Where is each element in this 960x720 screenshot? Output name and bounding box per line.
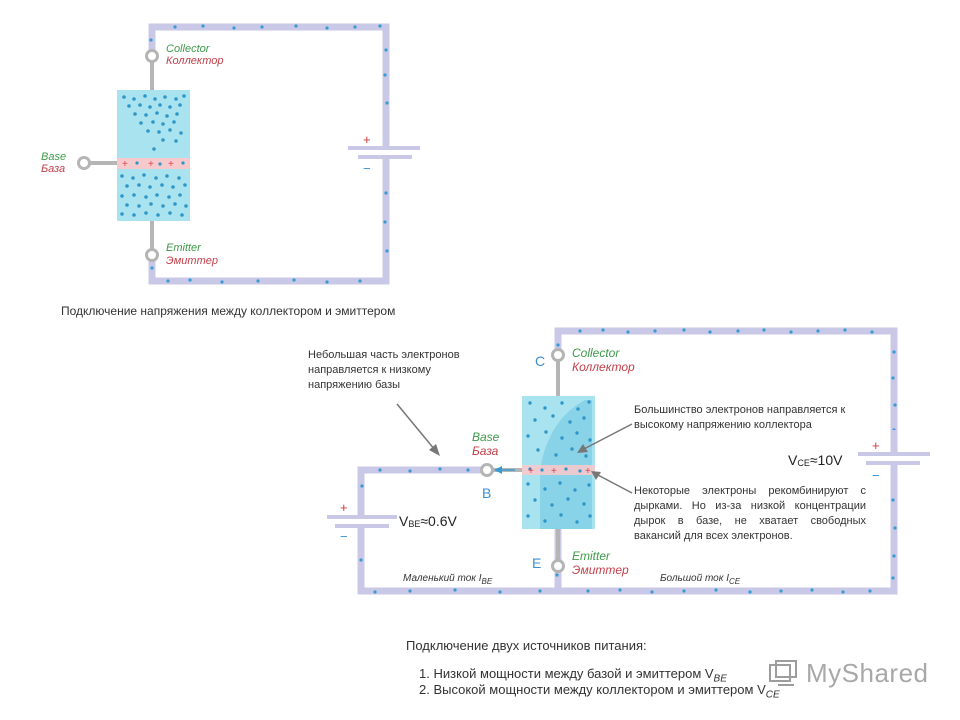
- collector-label-en-1: Collector: [166, 43, 210, 55]
- emitter-label-ru-1: Эмиттер: [166, 255, 218, 267]
- battery-ce-plus: +: [872, 438, 880, 453]
- collector-electrons-1: [122, 94, 186, 151]
- pointer-small-fraction: [396, 403, 436, 451]
- transistor-2-holes: + + +: [528, 466, 591, 477]
- base-holes-1: + + +: [122, 159, 174, 170]
- small-current-label: Маленький ток IBE: [403, 573, 493, 586]
- vce-label: VCE≈10V: [788, 452, 843, 468]
- battery-1-minus: −: [363, 161, 371, 176]
- circuit-2: + − + − + + +: [327, 327, 930, 595]
- note-majority: Большинство электронов направляется к вы…: [634, 404, 846, 431]
- base-label-ru-2: База: [472, 444, 499, 458]
- emitter-label-en-2: Emitter: [572, 549, 611, 563]
- base-label-ru-1: База: [41, 163, 66, 175]
- vbe-label: VBE≈0.6V: [399, 513, 457, 529]
- base-electrons-1: [135, 161, 185, 166]
- circuit-1: + − + + +: [77, 23, 420, 285]
- emitter-electrons-1: [120, 173, 188, 217]
- caption-1: Подключение напряжения между коллектором…: [61, 304, 396, 318]
- collector-terminal-2: [551, 348, 565, 362]
- battery-ce-minus: −: [872, 468, 880, 483]
- base-label-en-1: Base: [41, 151, 67, 163]
- battery-be-plus: +: [340, 500, 348, 515]
- watermark: MyShared: [768, 658, 929, 689]
- letter-e: E: [532, 555, 542, 571]
- battery-1-plus: +: [363, 132, 371, 147]
- base-label-en-2: Base: [472, 430, 500, 444]
- emitter-label-ru-2: Эмиттер: [572, 563, 629, 577]
- svg-text:+: +: [148, 159, 154, 170]
- electron-flow-path: [540, 400, 592, 529]
- note-recombine: Некоторые электроны рекомбинируют с дырк…: [634, 485, 866, 542]
- watermark-text: MyShared: [806, 658, 929, 688]
- svg-text:+: +: [585, 466, 591, 477]
- base-layer-2: [522, 465, 595, 475]
- battery-be-minus: −: [340, 529, 348, 544]
- collector-region-1: [117, 90, 190, 158]
- collector-label-ru-2: Коллектор: [572, 360, 635, 374]
- emitter-label-en-1: Emitter: [166, 242, 201, 254]
- footer-item-1: 1. Низкой мощности между базой и эмиттер…: [419, 666, 727, 685]
- collector-label-en-2: Collector: [572, 346, 620, 360]
- large-current-label: Большой ток ICE: [660, 573, 741, 586]
- emitter-terminal-2: [551, 559, 565, 573]
- letter-c: C: [535, 353, 546, 369]
- letter-b: B: [482, 485, 492, 501]
- collector-label-ru-1: Коллектор: [166, 55, 224, 67]
- emitter-terminal-1: [145, 248, 159, 262]
- footer-heading: Подключение двух источников питания:: [406, 638, 647, 653]
- base-layer-1: [117, 158, 190, 169]
- svg-text:+: +: [122, 159, 128, 170]
- svg-text:+: +: [168, 159, 174, 170]
- svg-text:+: +: [528, 466, 534, 477]
- svg-text:+: +: [551, 466, 557, 477]
- pointer-small-fraction-head: [429, 444, 440, 456]
- circuit-2-wire-dots: [359, 328, 897, 594]
- base-terminal-1: [77, 156, 91, 170]
- pointer-recombine-head: [591, 471, 601, 480]
- circuit-2-ce-wire: [357, 327, 898, 595]
- transistor-2-electrons: [526, 400, 592, 524]
- watermark-logo-icon: [769, 659, 797, 686]
- collector-terminal-1: [145, 49, 159, 63]
- pointer-majority: [581, 423, 633, 451]
- pointer-recombine: [595, 473, 633, 494]
- footer-item-2: 2. Высокой мощности между коллектором и …: [419, 682, 780, 701]
- base-flow-arrow-head: [494, 466, 502, 474]
- pointer-majority-head: [577, 444, 588, 453]
- note-small-fraction: Небольшая часть электронов направляется …: [308, 349, 460, 391]
- circuit-1-wire-dots: [149, 24, 389, 284]
- base-terminal-2: [480, 463, 494, 477]
